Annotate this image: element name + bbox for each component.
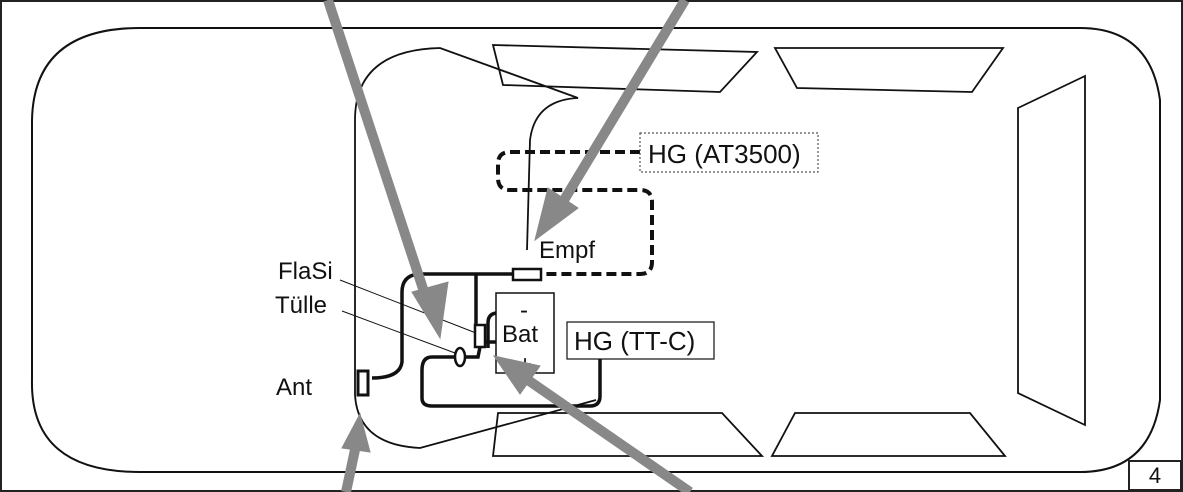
window-front-top bbox=[491, 44, 760, 93]
main-cable bbox=[371, 272, 513, 380]
empf-label: Empf bbox=[539, 237, 595, 264]
car-body-outline bbox=[30, 27, 1161, 473]
arrow-1-head bbox=[411, 281, 449, 340]
arrow-2-shaft bbox=[553, 0, 690, 213]
ant-label: Ant bbox=[276, 374, 312, 401]
pointer-arrows bbox=[323, 0, 693, 492]
flasi-label: FlaSi bbox=[278, 258, 333, 285]
antenna-connector bbox=[356, 369, 370, 397]
flasi-leader bbox=[339, 279, 477, 334]
cabin-outline bbox=[354, 47, 597, 449]
bat-label: Bat bbox=[502, 321, 538, 348]
flasi-link bbox=[463, 346, 482, 359]
window-rear bbox=[1017, 74, 1086, 427]
hg-ttc-label: HG (TT-C) bbox=[574, 326, 695, 356]
empf-fuse bbox=[511, 267, 543, 282]
arrow-1-shaft bbox=[323, 0, 435, 312]
bat-minus-label: - bbox=[520, 297, 528, 324]
hg-ttc-box bbox=[566, 321, 715, 360]
arrow-2-head bbox=[534, 187, 579, 242]
arrow-3-head bbox=[341, 412, 371, 453]
arrow-4-shaft bbox=[522, 373, 693, 492]
arrow-4-head bbox=[492, 355, 541, 395]
hg-at3500-box bbox=[639, 132, 819, 173]
window-rear-top bbox=[773, 47, 1005, 93]
window-front-bottom bbox=[491, 412, 765, 457]
page-number: 4 bbox=[1128, 460, 1182, 491]
arrow-3-shaft bbox=[341, 443, 361, 492]
loop-cable bbox=[420, 355, 602, 408]
tuelle-leader bbox=[341, 310, 456, 354]
flasi-fuse bbox=[473, 323, 487, 349]
hg-at3500-label: HG (AT3500) bbox=[648, 139, 801, 169]
tuelle-label: Tülle bbox=[275, 292, 327, 319]
window-rear-bottom bbox=[770, 412, 1007, 457]
tuelle-grommet bbox=[453, 346, 467, 368]
